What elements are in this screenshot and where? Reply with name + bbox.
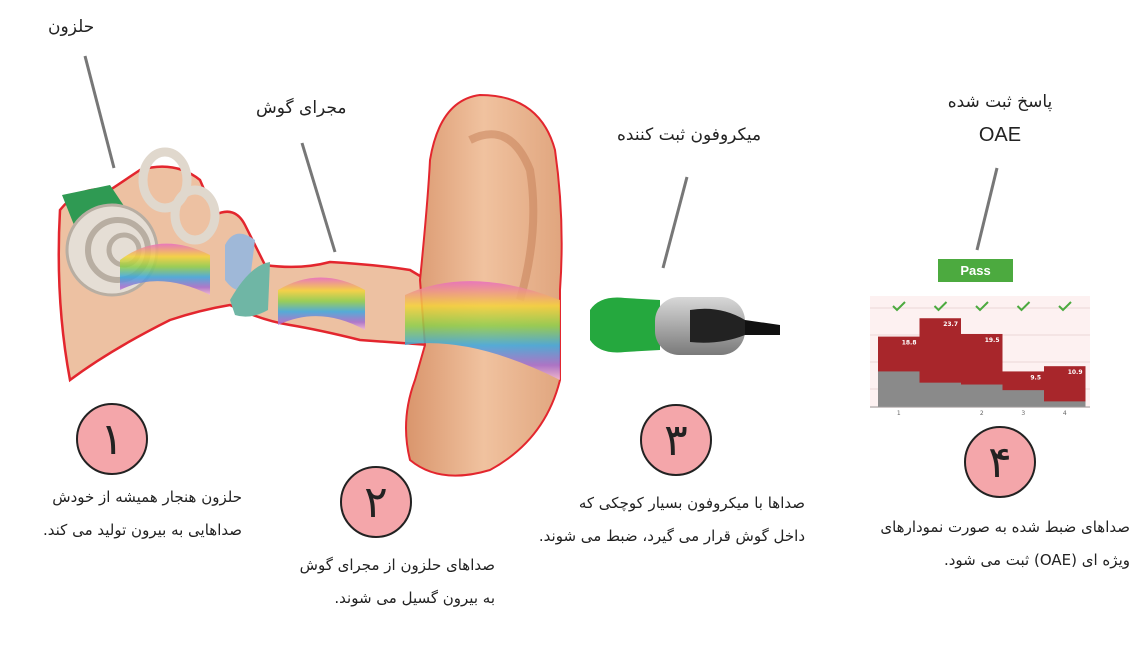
step-3-line2: داخل گوش قرار می گیرد، ضبط می شوند. — [538, 527, 805, 545]
oae-chart: 18.8 23.7 19.5 9.5 10.9 1 2 3 4 — [870, 301, 1090, 417]
ear-canal-label: مجرای گوش — [256, 98, 347, 118]
microphone-label: میکروفون ثبت کننده — [617, 125, 762, 145]
chart-data-label: 18.8 — [902, 340, 917, 347]
step-1-description: حلزون هنجار همیشه از خودش صداهایی به بیر… — [43, 481, 242, 547]
chart-x-tick: 3 — [1021, 410, 1025, 417]
chart-bar-noise — [878, 371, 920, 407]
check-icon — [975, 301, 989, 312]
step-2-line2: به بیرون گسیل می شوند. — [334, 589, 495, 607]
chart-bar-noise — [1044, 401, 1086, 407]
step-3-circle: ۳ — [640, 404, 712, 476]
microphone-pointer-line — [661, 176, 689, 269]
oae-label-line1: پاسخ ثبت شده — [947, 92, 1053, 112]
eardrum-icon — [230, 262, 270, 317]
chart-x-tick: 4 — [1063, 410, 1067, 417]
step-4-circle: ۴ — [964, 426, 1036, 498]
step-2-line1: صداهای حلزون از مجرای گوش — [299, 556, 495, 574]
chart-x-tick: 2 — [980, 410, 984, 417]
step-3-line1: صداها با میکروفون بسیار کوچکی که — [578, 494, 805, 512]
step-4-description: صداهای ضبط شده به صورت نمودارهای ویژه ای… — [880, 511, 1130, 577]
chart-bar-noise — [961, 384, 1003, 407]
chart-data-label: 19.5 — [985, 337, 1000, 344]
check-icon — [892, 301, 906, 312]
step-3-description: صداها با میکروفون بسیار کوچکی که داخل گو… — [539, 487, 805, 553]
chart-data-label: 9.5 — [1030, 374, 1041, 381]
pass-badge: Pass — [938, 259, 1013, 282]
microphone-icon — [590, 297, 780, 355]
ear-canal-pointer-line — [300, 142, 337, 253]
chart-data-label: 10.9 — [1068, 369, 1083, 376]
check-icon — [1058, 301, 1072, 312]
chart-data-label: 23.7 — [943, 321, 958, 328]
check-icon — [1016, 301, 1031, 312]
step-2-circle: ۲ — [340, 466, 412, 538]
chart-bar-response — [1044, 366, 1086, 407]
check-icon — [933, 301, 948, 312]
step-4-line2: ویژه ای (OAE) ثبت می شود. — [943, 551, 1130, 569]
step-4-line1: صداهای ضبط شده به صورت نمودارهای — [880, 518, 1130, 536]
chart-bar-noise — [919, 382, 961, 407]
oae-pointer-line — [975, 167, 999, 251]
chart-x-tick: 1 — [897, 410, 901, 417]
step-1-line2: صداهایی به بیرون تولید می کند. — [43, 521, 242, 539]
step-2-description: صداهای حلزون از مجرای گوش به بیرون گسیل … — [300, 549, 495, 615]
cochlea-label: حلزون — [48, 17, 95, 37]
oae-label-line2: OAE — [978, 124, 1022, 146]
chart-bar-noise — [1002, 390, 1044, 407]
step-1-circle: ۱ — [76, 403, 148, 475]
sound-wave-icon — [120, 243, 560, 380]
cochlea-pointer-line — [83, 55, 116, 169]
step-1-line1: حلزون هنجار همیشه از خودش — [52, 488, 242, 506]
